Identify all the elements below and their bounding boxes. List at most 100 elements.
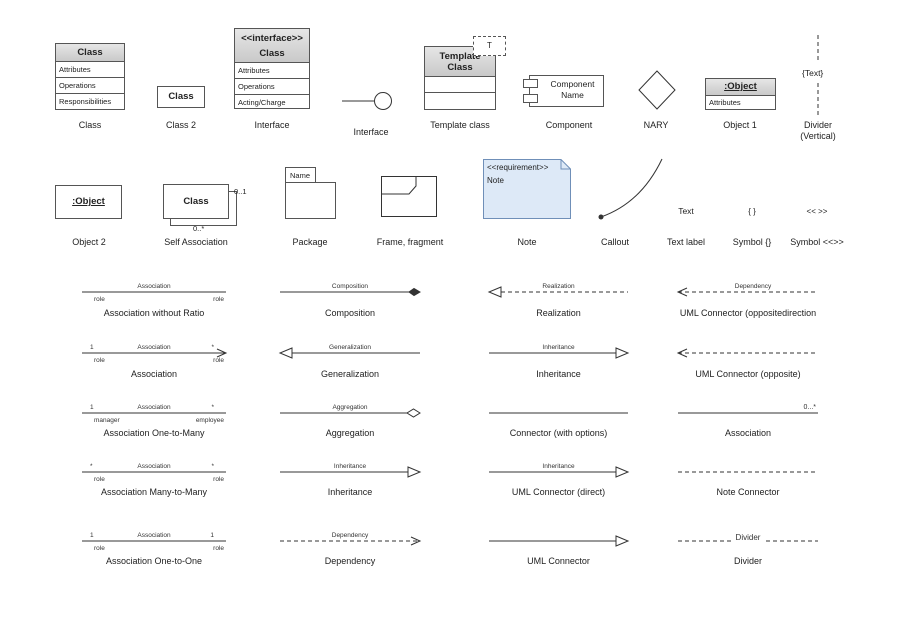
multiplicity-left: * [90, 463, 93, 470]
association-label: Association [137, 463, 171, 470]
template-class-name: Template Class [439, 51, 481, 73]
relationship-label: Generalization [329, 344, 371, 351]
class2-caption: Class 2 [165, 120, 197, 130]
template-class-caption: Template class [430, 120, 490, 130]
open-arrow-icon [216, 348, 228, 358]
connector-caption: UML Connector (oppositedirection [679, 308, 817, 318]
divider-vertical-line[interactable] [812, 35, 824, 115]
note-shape[interactable] [483, 159, 571, 219]
connector-caption: Realization [536, 308, 581, 318]
object2-shape[interactable]: :Object [55, 185, 122, 219]
callout-caption: Callout [600, 237, 630, 247]
symbol-braces-caption: Symbol {} [732, 237, 772, 247]
inheritance-arrow-icon [407, 466, 422, 478]
template-row-1 [425, 77, 495, 93]
connector-caption: Association One-to-Many [103, 428, 205, 438]
connector-caption: Association [724, 428, 772, 438]
interface-attributes: Attributes [235, 63, 309, 79]
connector-caption: Association One-to-One [105, 556, 203, 566]
multiplicity-left: 1 [90, 404, 94, 411]
object1-header: :Object [706, 79, 775, 96]
multiplicity-left: 1 [90, 532, 94, 539]
role-right: role [213, 357, 224, 364]
connector-caption: Inheritance [327, 487, 373, 497]
class2-shape[interactable]: Class [157, 86, 205, 108]
package-shape[interactable] [285, 182, 336, 219]
symbol-guillemets-shape[interactable]: << >> [806, 207, 828, 216]
association-label: Association [137, 344, 171, 351]
open-arrow-left-icon [676, 348, 688, 358]
interface-operations: Operations [235, 79, 309, 95]
callout-shape[interactable] [596, 158, 666, 222]
multiplicity-right: 1 [210, 532, 214, 539]
connector-caption: UML Connector (opposite) [695, 369, 801, 379]
component-port-bottom [523, 94, 538, 103]
nary-caption: NARY [643, 120, 669, 130]
relationship-label: Dependency [332, 532, 369, 539]
interface-class-header: <<interface>> Class [235, 29, 309, 63]
connector-caption: Composition [324, 308, 376, 318]
text-label-caption: Text label [666, 237, 706, 247]
interface-class-caption: Interface [254, 120, 290, 130]
connector-caption: Note Connector [716, 487, 780, 497]
role-left: manager [94, 417, 120, 424]
role-left: role [94, 545, 105, 552]
class-operations: Operations [56, 78, 124, 94]
symbol-guillemets-caption: Symbol <<>> [790, 237, 844, 247]
connector-caption: Generalization [320, 369, 380, 379]
component-caption: Component [545, 120, 593, 130]
interface-class-shape[interactable]: <<interface>> Class Attributes Operation… [234, 28, 310, 109]
connector-label: Inheritance [542, 463, 575, 470]
inheritance-arrow-icon [615, 466, 630, 478]
association-label: Association [137, 283, 171, 290]
connector-caption: Association without Ratio [103, 308, 205, 318]
aggregation-diamond-icon [406, 408, 421, 418]
text-label-shape[interactable]: Text [678, 206, 694, 216]
component-name: Component Name [550, 79, 595, 100]
component-port-top [523, 79, 538, 88]
dependency-arrow-icon [410, 536, 422, 546]
class-shape[interactable]: Class Attributes Operations Responsibili… [55, 43, 125, 110]
note-text: Note [487, 176, 504, 185]
frame-fragment-shape[interactable] [381, 176, 438, 218]
composition-diamond-icon [408, 287, 421, 297]
template-class-shape[interactable]: Template Class [424, 46, 496, 110]
self-association-header: Class [183, 196, 209, 207]
component-shape[interactable]: Component Name [529, 75, 604, 107]
generalization-arrow-icon [278, 347, 293, 359]
role-right: role [213, 296, 224, 303]
object1-attributes: Attributes [709, 98, 741, 107]
connector-caption: UML Connector (direct) [511, 487, 606, 497]
object1-caption: Object 1 [723, 120, 757, 130]
symbol-braces-shape[interactable]: { } [748, 207, 756, 216]
nary-diamond-shape[interactable] [637, 70, 677, 110]
open-arrow-left-icon [676, 287, 688, 297]
uml-connector-label: Dependency [735, 283, 772, 290]
role-left: role [94, 357, 105, 364]
class-responsibilities: Responsibilities [59, 97, 112, 106]
association-label: Association [137, 532, 171, 539]
package-caption: Package [292, 237, 328, 247]
multiplicity-right: * [211, 463, 214, 470]
class-header: Class [56, 44, 124, 62]
connector-caption: Aggregation [325, 428, 375, 438]
divider-vertical-text: {Text} [802, 68, 824, 78]
interface-lollipop-shape[interactable] [340, 90, 396, 112]
connector-label: Realization [542, 283, 575, 290]
self-association-mult-top: 0..1 [234, 187, 247, 196]
relationship-label: Inheritance [334, 463, 367, 470]
connector-caption: UML Connector [527, 556, 590, 566]
object1-shape[interactable]: :Object Attributes [705, 78, 776, 110]
role-right: role [213, 545, 224, 552]
self-association-shape[interactable]: Class [163, 184, 229, 219]
template-param-box: T [473, 36, 506, 56]
relationship-label: Composition [332, 283, 369, 290]
multiplicity-right: * [211, 344, 214, 351]
role-right: employee [196, 417, 225, 424]
frame-caption: Frame, fragment [376, 237, 444, 247]
divider-label: Divider [736, 533, 761, 542]
multiplicity-label: 0...* [804, 404, 817, 411]
interface-stereotype: <<interface>> [241, 33, 303, 44]
package-tab: Name [285, 167, 316, 182]
